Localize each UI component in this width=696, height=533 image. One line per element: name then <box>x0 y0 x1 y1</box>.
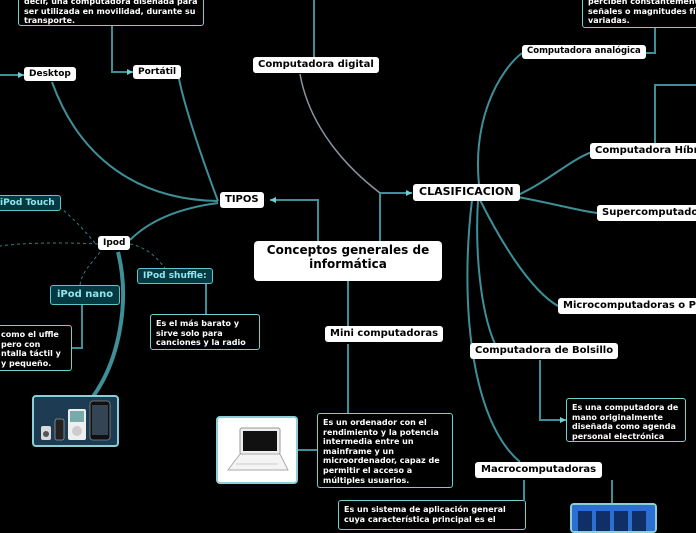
link-tipos-ipod <box>129 202 219 241</box>
link-clas-hibrida <box>517 151 593 196</box>
tipos-node[interactable]: TIPOS <box>220 192 264 208</box>
link-analogica-desc <box>645 24 656 54</box>
clasificacion-label: CLASIFICACION <box>419 185 514 198</box>
arrow-clasificacion <box>406 190 412 196</box>
portatil-desc-node[interactable]: decir, una computadora diseñada para ser… <box>18 0 204 26</box>
link-ipod-nano <box>79 251 101 286</box>
mini-node[interactable]: Mini computadoras <box>325 326 444 342</box>
link-root-clasificacion <box>379 192 412 243</box>
clasificacion-node[interactable]: CLASIFICACION <box>413 184 520 201</box>
mainframe-icon <box>572 505 655 531</box>
supercomputadora-node[interactable]: Supercomputador <box>597 205 696 221</box>
bolsillo-node[interactable]: Computadora de Bolsillo <box>470 343 619 359</box>
ipod-node[interactable]: Ipod <box>98 236 131 251</box>
mini-desc: Es un ordenador con el rendimiento y la … <box>323 418 440 485</box>
ipod-image[interactable] <box>32 395 119 447</box>
link-ipod-left <box>0 242 99 247</box>
connector-lines <box>0 0 696 504</box>
mainframe-image[interactable] <box>570 503 657 533</box>
ipod-touch-label: iPod Touch <box>0 198 55 208</box>
link-bolsillo-desc <box>539 360 566 421</box>
micro-label: Microcomputadoras o PC <box>563 300 696 311</box>
arrow-desktop <box>18 72 24 78</box>
digital-node[interactable]: Computadora digital <box>253 57 379 73</box>
macro-desc-node[interactable]: Es un sistema de aplicación general cuya… <box>338 500 526 530</box>
macro-node[interactable]: Macrocomputadoras <box>475 462 603 478</box>
link-clas-analogica <box>477 52 523 194</box>
macro-label: Macrocomputadoras <box>481 464 597 475</box>
ipod-nano-desc: como el uffle pero con ntalla táctil y y… <box>1 330 61 368</box>
mini-desc-node[interactable]: Es un ordenador con el rendimiento y la … <box>317 413 453 488</box>
laptop-image[interactable] <box>216 416 298 484</box>
ipod-shuffle-node[interactable]: IPod shuffle: <box>137 268 213 285</box>
portatil-desc: decir, una computadora diseñada para ser… <box>24 0 198 26</box>
link-digital-root <box>299 73 381 194</box>
root-node[interactable]: Conceptos generales de informática <box>254 241 442 281</box>
link-clas-super <box>517 196 598 214</box>
arrow-bolsillo <box>560 417 566 423</box>
hibrida-label: Computadora Híbrid <box>595 145 696 156</box>
bolsillo-label: Computadora de Bolsillo <box>475 345 614 356</box>
link-ipod-image <box>90 251 125 400</box>
link-ipod-shuffle <box>129 243 166 269</box>
ipod-shuffle-label: IPod shuffle: <box>143 271 207 281</box>
ipod-devices-icon <box>41 400 111 441</box>
link-hibrida-up <box>654 84 696 143</box>
link-tipos-desktop <box>51 81 219 202</box>
root-title: Conceptos generales de informática <box>266 243 430 271</box>
ipod-nano-node[interactable]: iPod nano <box>50 285 121 305</box>
analogica-desc: perciben constantemente señales o magnit… <box>588 0 696 26</box>
link-clas-micro <box>479 199 559 307</box>
ipod-nano-label: iPod nano <box>57 289 114 300</box>
link-clas-bolsillo <box>476 199 496 345</box>
bolsillo-desc-node[interactable]: Es una computadora de mano originalmente… <box>566 398 686 442</box>
arrow-tipos <box>270 197 276 203</box>
mini-label: Mini computadoras <box>330 328 439 339</box>
tipos-label: TIPOS <box>225 194 259 205</box>
link-tipos-portatil <box>177 71 219 202</box>
link-clas-macro <box>466 199 521 463</box>
hibrida-node[interactable]: Computadora Híbrid <box>590 143 696 159</box>
laptop-icon <box>227 427 289 471</box>
desktop-label: Desktop <box>29 69 71 79</box>
ipod-nano-desc-node[interactable]: como el uffle pero con ntalla táctil y y… <box>0 325 72 371</box>
arrow-portatil <box>127 69 133 75</box>
portatil-node[interactable]: Portátil <box>133 65 182 80</box>
digital-label: Computadora digital <box>258 59 374 70</box>
link-root-tipos <box>270 199 319 243</box>
bolsillo-desc: Es una computadora de mano originalmente… <box>572 403 679 441</box>
analogica-label: Computadora analógica <box>527 46 641 56</box>
link-nano-desc <box>72 302 83 349</box>
ipod-shuffle-desc: Es el más barato y sirve solo para canci… <box>156 319 246 348</box>
macro-desc: Es un sistema de aplicación general cuya… <box>344 505 506 524</box>
supercomputadora-label: Supercomputador <box>602 207 696 218</box>
ipod-label: Ipod <box>103 238 126 248</box>
ipod-shuffle-desc-node[interactable]: Es el más barato y sirve solo para canci… <box>150 314 260 350</box>
analogica-desc-node[interactable]: perciben constantemente señales o magnit… <box>582 0 696 28</box>
desktop-node[interactable]: Desktop <box>24 67 76 82</box>
link-portatil-desc <box>111 26 133 73</box>
analogica-node[interactable]: Computadora analógica <box>522 45 646 59</box>
portatil-label: Portátil <box>138 67 177 77</box>
micro-node[interactable]: Microcomputadoras o PC <box>558 298 696 314</box>
ipod-touch-node[interactable]: iPod Touch <box>0 195 61 212</box>
